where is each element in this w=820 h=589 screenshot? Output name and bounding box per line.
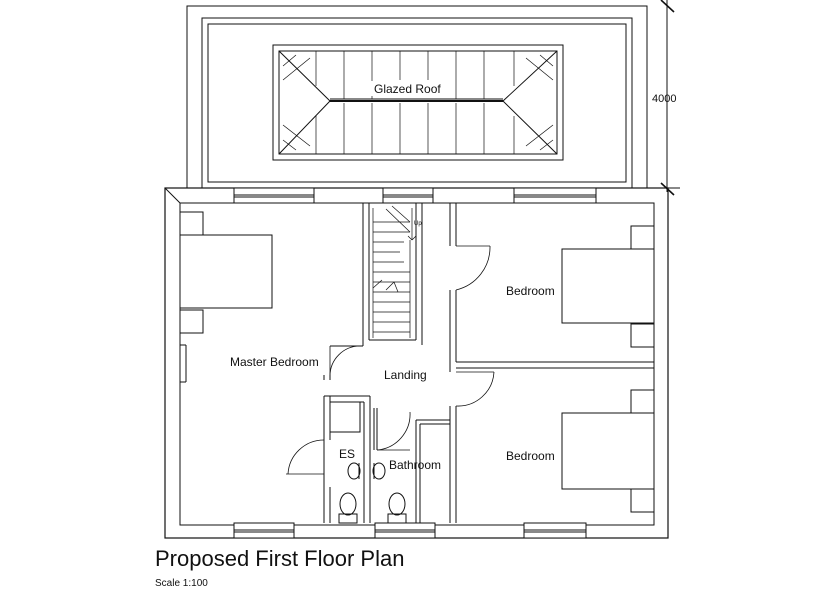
- drawing-title: Proposed First Floor Plan: [155, 546, 405, 571]
- glazed-roof-label-text: Glazed Roof: [374, 82, 441, 96]
- bed-upper: [561, 225, 655, 348]
- landing-label: Landing: [384, 368, 427, 382]
- windows-bottom: [233, 522, 587, 539]
- staircase: [372, 205, 417, 338]
- bedroom-upper-label: Bedroom: [506, 284, 555, 298]
- master-bedroom-label: Master Bedroom: [230, 355, 319, 369]
- wc-bathroom: [387, 492, 407, 524]
- bathroom-label: Bathroom: [389, 458, 441, 472]
- bed-master: [179, 211, 273, 334]
- internal-walls: [180, 203, 654, 523]
- ensuite-label: ES: [339, 447, 355, 461]
- doors: [286, 245, 495, 475]
- drawing-scale: Scale 1:100: [155, 578, 208, 589]
- dimension-4000-label: 4000: [652, 93, 676, 105]
- wc-ensuite: [338, 492, 358, 524]
- stair-up-label: Up: [414, 221, 422, 227]
- bedroom-lower-label: Bedroom: [506, 449, 555, 463]
- bed-lower: [561, 389, 655, 513]
- windows-top: [233, 187, 597, 204]
- glazed-roof-lantern: [272, 44, 564, 161]
- basin-ensuite: [347, 462, 361, 480]
- basin-bathroom: [372, 462, 386, 480]
- roof-terrace: [186, 5, 648, 189]
